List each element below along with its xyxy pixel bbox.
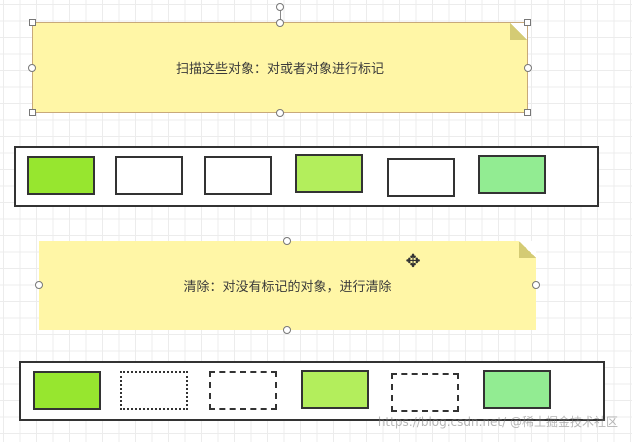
- mark-note-text: 扫描这些对象：对或者对象进行标记: [175, 62, 384, 77]
- heap-row-before[interactable]: [14, 146, 599, 207]
- connect-point-n[interactable]: [283, 237, 291, 245]
- resize-handle-se[interactable]: [524, 109, 531, 116]
- object-marked-3[interactable]: [483, 370, 551, 409]
- object-unmarked-3[interactable]: [387, 158, 455, 197]
- object-unmarked-1[interactable]: [115, 156, 183, 195]
- object-marked-1[interactable]: [33, 371, 101, 410]
- resize-handle-ne[interactable]: [524, 19, 531, 26]
- move-cursor-icon: ✥: [405, 251, 421, 272]
- sweep-note[interactable]: 清除：对没有标记的对象，进行清除: [39, 241, 536, 330]
- note-fold-corner: [519, 241, 536, 258]
- object-marked-3[interactable]: [478, 155, 546, 194]
- connect-point-s[interactable]: [283, 326, 291, 334]
- resize-handle-s[interactable]: [276, 109, 284, 117]
- object-marked-2[interactable]: [301, 370, 369, 409]
- connect-point-w[interactable]: [35, 281, 43, 289]
- object-unmarked-2[interactable]: [204, 156, 272, 195]
- sweep-note-text: 清除：对没有标记的对象，进行清除: [183, 280, 392, 295]
- resize-handle-nw[interactable]: [29, 19, 36, 26]
- resize-handle-w[interactable]: [28, 64, 36, 72]
- object-freed-1[interactable]: [120, 371, 188, 410]
- object-marked-2[interactable]: [295, 154, 363, 193]
- watermark: https://blog.csdn.net/ @稀土掘金技术社区: [377, 415, 618, 429]
- note-fold-corner: [510, 23, 527, 40]
- object-freed-2[interactable]: [209, 371, 277, 410]
- mark-note[interactable]: 扫描这些对象：对或者对象进行标记: [32, 22, 528, 113]
- object-freed-3[interactable]: [391, 373, 459, 412]
- rotate-handle-line: [280, 10, 281, 22]
- connect-point-e[interactable]: [532, 281, 540, 289]
- resize-handle-sw[interactable]: [29, 109, 36, 116]
- heap-row-after[interactable]: [19, 361, 605, 421]
- rotate-handle[interactable]: [276, 3, 284, 11]
- resize-handle-n[interactable]: [276, 19, 284, 27]
- object-marked-1[interactable]: [27, 156, 95, 195]
- resize-handle-e[interactable]: [524, 64, 532, 72]
